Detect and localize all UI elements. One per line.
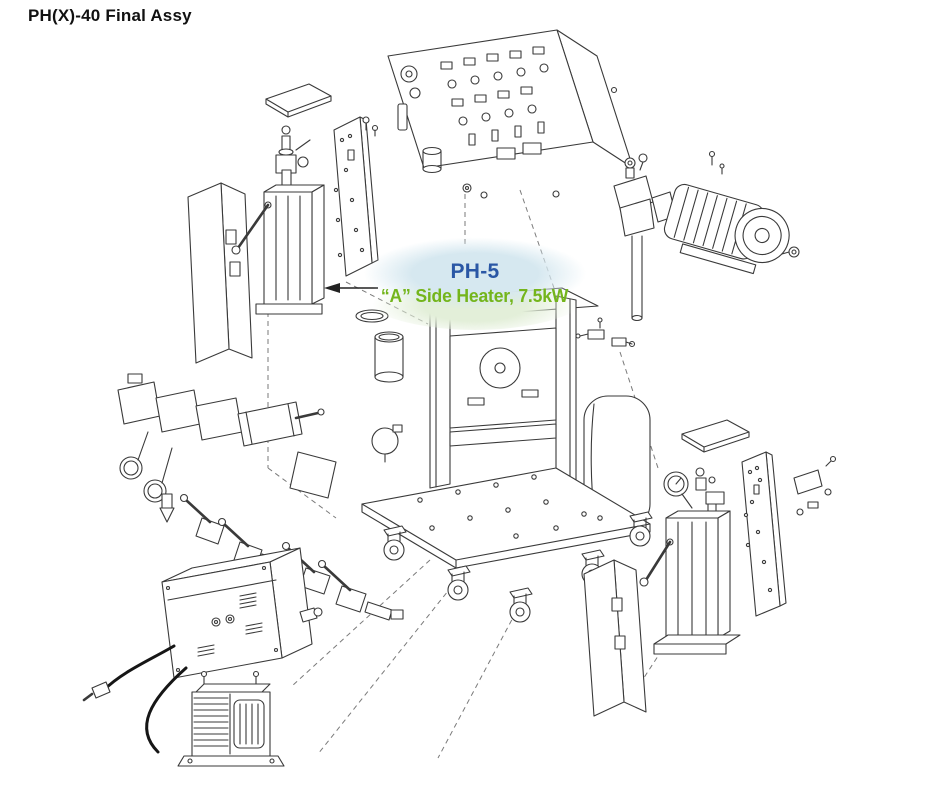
part-electrical-box xyxy=(82,547,323,754)
page-title: PH(X)-40 Final Assy xyxy=(28,6,192,25)
callout-ph5[interactable]: PH-5 “A” Side Heater, 7.5kW xyxy=(350,236,600,330)
part-manifold-valve-train xyxy=(117,373,404,621)
part-control-panel xyxy=(387,29,634,199)
part-pump-motor-assembly xyxy=(613,150,800,322)
part-fasteners-left xyxy=(362,116,379,137)
part-mount-hardware-right xyxy=(575,317,636,348)
part-heater-b xyxy=(639,467,741,655)
caster-wheel xyxy=(383,525,407,561)
part-side-channel-right xyxy=(583,559,647,717)
part-heater-bracket-a xyxy=(333,116,379,277)
part-transformer xyxy=(177,670,285,767)
callout-description: “A” Side Heater, 7.5kW xyxy=(381,284,569,306)
part-heater-bracket-b xyxy=(741,451,787,617)
part-cover-plate-left xyxy=(265,83,332,118)
part-canister-and-clamp xyxy=(355,309,404,463)
caster-wheel xyxy=(509,587,533,623)
callout-part-id: PH-5 xyxy=(450,259,500,283)
part-cover-plate-right xyxy=(681,419,750,453)
part-side-channel-left xyxy=(187,182,253,364)
caster-wheel xyxy=(629,511,653,547)
caster-wheel xyxy=(447,565,471,601)
part-heater-a xyxy=(231,125,325,315)
part-fittings-right xyxy=(793,455,837,516)
